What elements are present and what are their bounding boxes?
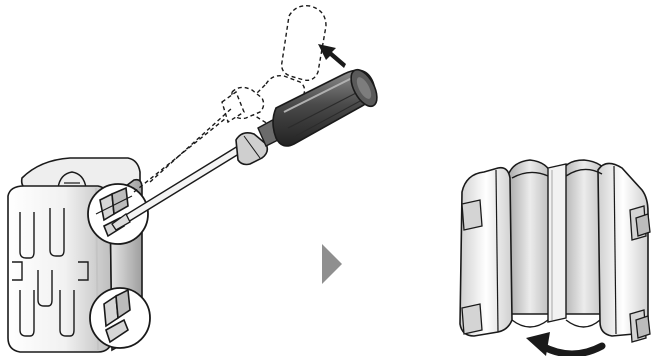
- next-step-arrow-icon: [322, 244, 342, 284]
- lower-clasp-detail: [90, 288, 150, 348]
- opened-ferrite-core: [460, 160, 650, 342]
- open-direction-arrow-icon: [526, 332, 602, 356]
- push-direction-arrow-icon: [318, 44, 346, 68]
